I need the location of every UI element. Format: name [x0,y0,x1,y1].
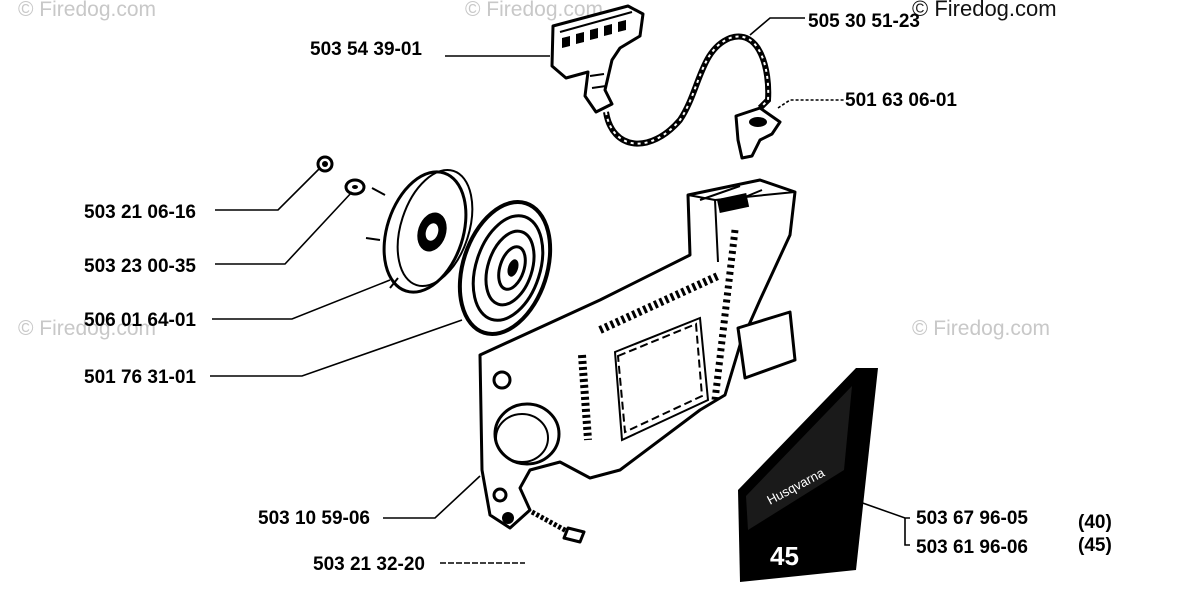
part-number-pulley: 506 01 64-01 [84,310,196,331]
part-number-decal-45: 503 61 96-06 [916,537,1028,558]
model-label-45: (45) [1078,535,1112,556]
watermark-top-right: © Firedog.com [912,0,1057,21]
part-number-cord: 505 30 51-23 [808,11,920,32]
part-number-screw: 503 21 32-20 [313,554,425,575]
part-number-spring: 501 76 31-01 [84,367,196,388]
starter-handle [550,4,645,114]
leader-lines [210,17,910,564]
screw [530,509,586,544]
part-number-washer: 503 23 00-35 [84,256,196,277]
watermark-mid-right: © Firedog.com [912,317,1050,340]
nut [316,155,334,173]
watermark-top-center: © Firedog.com [465,0,603,21]
starter-housing [478,178,797,530]
part-number-housing: 503 10 59-06 [258,508,370,529]
part-number-handle: 503 54 39-01 [310,39,422,60]
part-number-decal-40: 503 67 96-05 [916,508,1028,529]
recoil-spring [457,200,553,336]
watermark-mid-left: © Firedog.com [18,317,156,340]
decal: Husqvarna 45 [738,368,878,582]
model-label-40: (40) [1078,512,1112,533]
part-number-nut: 503 21 06-16 [84,202,196,223]
part-number-cord-guide: 501 63 06-01 [845,90,957,111]
pulley [365,168,474,294]
decal-number: 45 [770,541,799,571]
washer [344,178,366,196]
cord-guide [734,106,782,160]
watermark-top-left: © Firedog.com [18,0,156,21]
